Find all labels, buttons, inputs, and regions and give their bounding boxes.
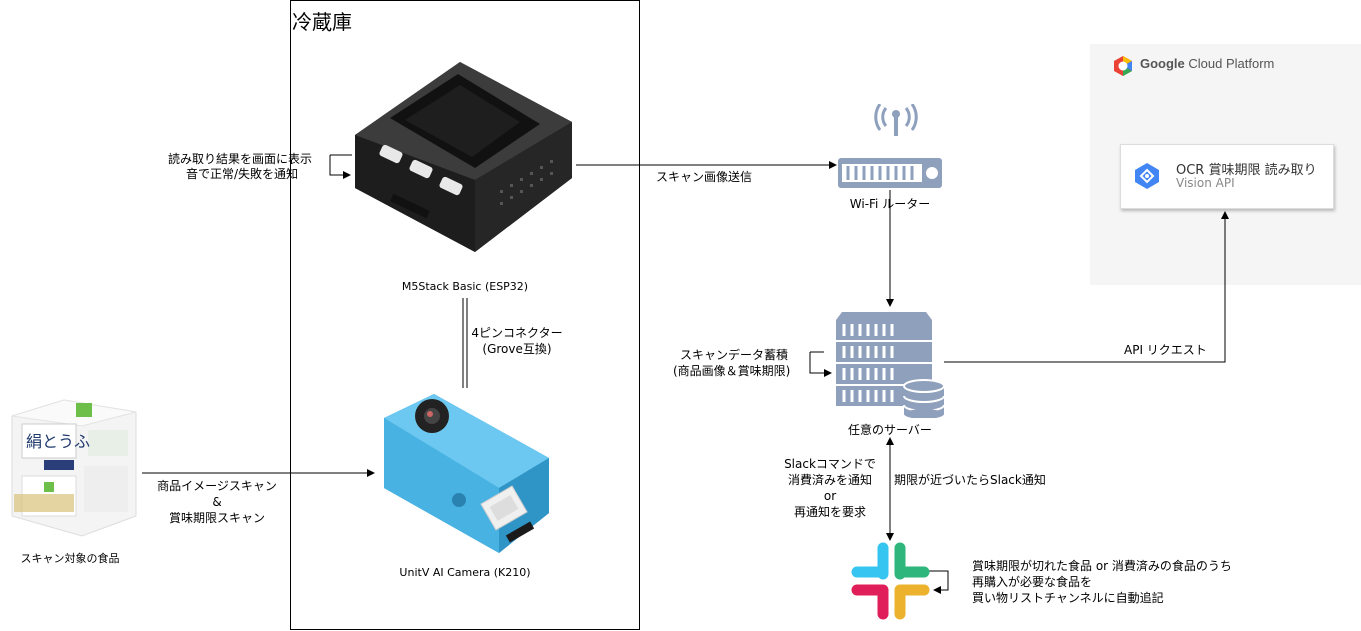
server-note-1: スキャンデータ蓄積 [680, 348, 789, 362]
api-request-label: API リクエスト [1124, 343, 1207, 357]
tofu-package-text: 絹とうふ [26, 432, 91, 451]
slack-logo-icon [851, 542, 930, 620]
gcp-title: Google Cloud Platform [1140, 56, 1275, 71]
server-to-vision-arrow [944, 211, 1229, 363]
m5stack-device-icon [355, 62, 572, 252]
server-note-arrow [809, 352, 832, 377]
scan-label-3: 賞味期限スキャン [168, 511, 265, 525]
m5stack-label: M5Stack Basic (ESP32) [401, 280, 529, 293]
m5-annotation-line2: 音で正常/失敗を通知 [186, 167, 299, 181]
vision-title: OCR 賞味期限 読み取り [1176, 163, 1317, 178]
scan-label-2: & [212, 495, 222, 509]
slack-cmd-1: Slackコマンドで [784, 457, 876, 471]
vision-subtitle: Vision API [1176, 176, 1235, 190]
slack-notify-label: 期限が近づいたらSlack通知 [894, 473, 1046, 487]
image-send-label: スキャン画像送信 [656, 170, 753, 184]
camera-label: UnitV AI Camera (K210) [399, 566, 531, 579]
gcp-logo-icon [1114, 56, 1132, 76]
slack-cmd-3: or [823, 489, 837, 503]
connector-label-1: 4ピンコネクター [471, 326, 563, 340]
tofu-package-image [11, 399, 137, 537]
server-icon [836, 312, 945, 418]
m5-annotation-line1: 読み取り結果を画面に表示 [168, 152, 313, 166]
slack-cmd-2: 消費済みを通知 [787, 473, 872, 487]
slack-self-loop [928, 570, 949, 594]
unitv-camera-icon [384, 394, 549, 553]
m5-annotation-arrow [329, 155, 351, 179]
connector-label-2: (Grove互換) [482, 342, 552, 356]
fridge-container [290, 0, 640, 630]
slack-note-2: 再購入が必要な食品を [972, 575, 1093, 589]
wifi-router-icon [838, 104, 942, 188]
server-label: 任意のサーバー [848, 423, 932, 437]
food-label: スキャン対象の食品 [20, 552, 120, 565]
slack-cmd-4: 再通知を要求 [793, 505, 866, 519]
slack-note-1: 賞味期限が切れた食品 or 消費済みの食品のうち [972, 559, 1232, 573]
server-note-2: (商品画像＆賞味期限) [673, 364, 791, 378]
scan-label-1: 商品イメージスキャン [157, 479, 277, 493]
fridge-title: 冷蔵庫 [292, 10, 352, 34]
slack-note-3: 買い物リストチャンネルに自動追記 [972, 591, 1164, 605]
vision-api-icon [1135, 163, 1159, 189]
router-label: Wi-Fi ルーター [849, 197, 931, 211]
vision-api-card: OCR 賞味期限 読み取り Vision API [1120, 144, 1334, 209]
